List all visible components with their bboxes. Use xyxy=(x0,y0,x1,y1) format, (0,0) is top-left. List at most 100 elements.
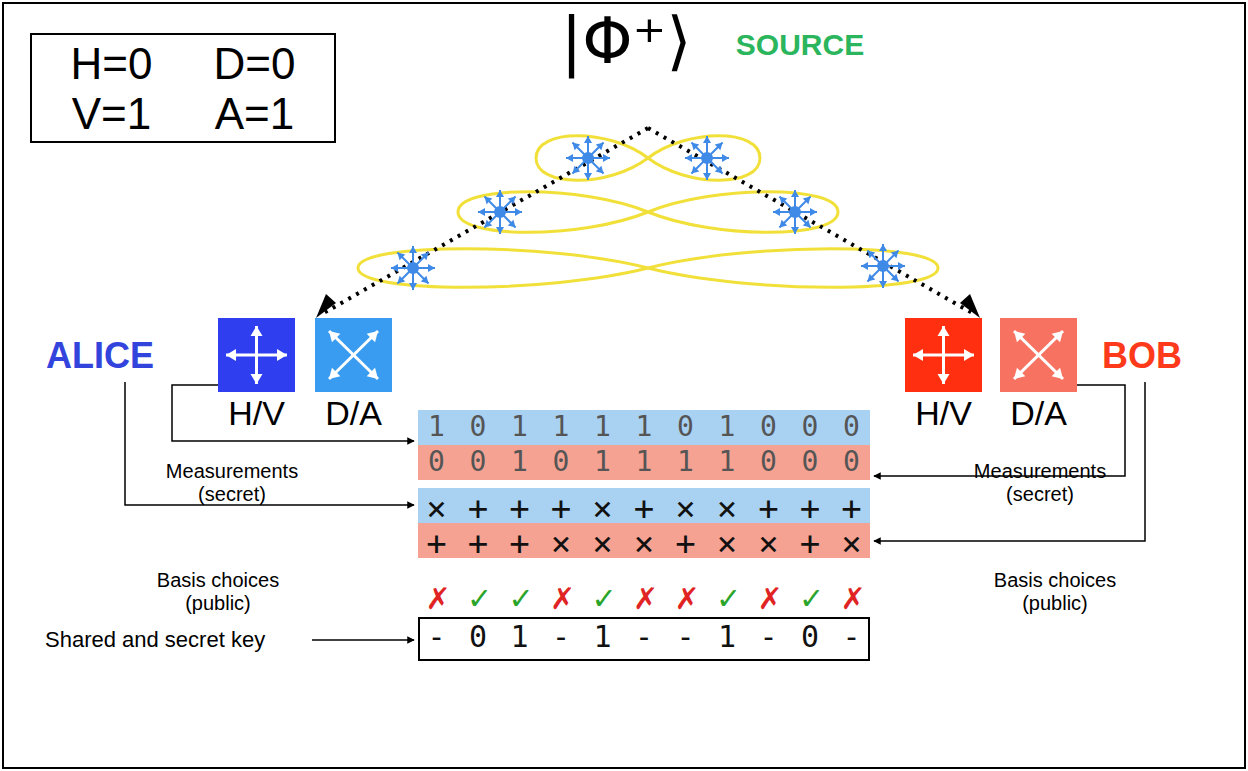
basis-name: D/A xyxy=(295,394,412,432)
diagonal-basis-symbol xyxy=(1000,318,1077,392)
ray-head xyxy=(803,196,811,204)
photon-path xyxy=(648,128,974,314)
leader-line xyxy=(125,382,414,505)
photon-dot xyxy=(701,152,713,164)
ray-head xyxy=(397,276,405,284)
match-mark: ✗ xyxy=(674,582,699,617)
basis-name: H/V xyxy=(198,394,315,432)
ray-head xyxy=(891,250,899,258)
symbol-stroke xyxy=(329,331,378,379)
ray-head xyxy=(508,196,516,204)
photon-dot xyxy=(582,152,594,164)
match-mark: ✓ xyxy=(591,582,616,617)
ray-head xyxy=(779,196,787,204)
symbol-head xyxy=(913,349,923,361)
polarizer-box: D/A xyxy=(315,318,392,392)
symbol-stroke xyxy=(1014,331,1063,379)
entanglement-loop xyxy=(536,136,648,181)
ray-head xyxy=(898,262,905,270)
ray-head xyxy=(722,154,729,162)
ray-head xyxy=(566,154,573,162)
legend-entry: D=0 xyxy=(214,39,296,89)
ray-head xyxy=(791,227,799,234)
symbol-head xyxy=(226,349,236,361)
polarizer-box: H/V xyxy=(218,318,295,392)
ray-head xyxy=(779,220,787,228)
ray-head xyxy=(496,227,504,234)
symbol-stroke xyxy=(1014,331,1063,379)
ray-head xyxy=(703,136,711,143)
ray-head xyxy=(484,220,492,228)
symbol-head xyxy=(1014,368,1025,379)
ray-head xyxy=(478,208,485,216)
legend-entry: A=1 xyxy=(215,89,295,139)
symbol-head xyxy=(367,368,378,379)
symbol-head xyxy=(938,326,950,336)
bit-sequence: × + + + × + × × + + + xyxy=(426,488,862,528)
legend-entry: V=1 xyxy=(72,89,152,139)
ray-head xyxy=(810,208,817,216)
ray-head xyxy=(421,276,429,284)
match-mark: ✓ xyxy=(799,582,824,617)
source-title: SOURCE xyxy=(736,28,864,63)
match-mark: ✗ xyxy=(757,582,782,617)
ray-head xyxy=(867,274,875,282)
ray-head xyxy=(572,142,580,150)
ray-head xyxy=(603,154,610,162)
bit-sequence: - 0 1 - 1 - - 1 - 0 - xyxy=(427,619,863,654)
caption-note: Basis choices (public) xyxy=(980,569,1130,615)
photon-path xyxy=(322,128,648,314)
legend-box: H=0 D=0V=1 A=1 xyxy=(30,33,336,143)
ray-head xyxy=(861,262,868,270)
diagonal-basis-symbol xyxy=(315,318,392,392)
ray-head xyxy=(572,166,580,174)
ray-head xyxy=(584,136,592,143)
entanglement-loops xyxy=(358,136,938,288)
ray-head xyxy=(397,252,405,260)
symbol-head xyxy=(329,368,340,379)
bit-sequence: 0 0 1 0 1 1 1 1 0 0 0 xyxy=(428,445,864,478)
basis-name: D/A xyxy=(980,394,1097,432)
entanglement-loop xyxy=(648,136,760,181)
party-name: BOB xyxy=(1102,335,1182,376)
symbol-head xyxy=(367,331,378,342)
rectilinear-basis-symbol xyxy=(218,318,295,392)
ray-head xyxy=(773,208,780,216)
ray-head xyxy=(508,220,516,228)
symbol-head xyxy=(964,349,974,361)
ray-head xyxy=(791,190,799,197)
ray-head xyxy=(691,142,699,150)
photon-dot xyxy=(407,262,419,274)
ray-head xyxy=(715,142,723,150)
match-mark: ✗ xyxy=(633,582,658,617)
match-mark: ✓ xyxy=(508,582,533,617)
symbol-head xyxy=(251,326,263,336)
match-mark: ✗ xyxy=(840,582,865,617)
party-name: ALICE xyxy=(46,335,154,376)
legend-entry: H=0 xyxy=(71,39,153,89)
symbol-head xyxy=(1052,331,1063,342)
photon-dot xyxy=(877,260,889,272)
bit-sequence: + + + × × × + × × + × xyxy=(426,523,862,563)
photon-dot xyxy=(789,206,801,218)
ray-head xyxy=(879,281,887,288)
ray-head xyxy=(596,166,604,174)
symbol-head xyxy=(277,349,287,361)
caption-note: Measurements (secret) xyxy=(166,460,298,506)
entanglement-loop xyxy=(358,249,648,287)
caption-note: Measurements (secret) xyxy=(974,460,1106,506)
symbol-head xyxy=(1014,331,1025,342)
key-box: - 0 1 - 1 - - 1 - 0 - xyxy=(418,617,870,661)
ray-head xyxy=(409,246,417,253)
symbol-head xyxy=(251,374,263,384)
symbol-head xyxy=(329,331,340,342)
entanglement-loop xyxy=(458,192,648,233)
photon-dot xyxy=(494,206,506,218)
leader-line xyxy=(312,639,414,641)
ray-head xyxy=(484,196,492,204)
measurement-band: 1 0 1 1 1 1 0 1 0 0 0 xyxy=(418,410,870,445)
match-mark: ✗ xyxy=(425,582,450,617)
arrow-head xyxy=(960,294,980,318)
ray-head xyxy=(891,274,899,282)
